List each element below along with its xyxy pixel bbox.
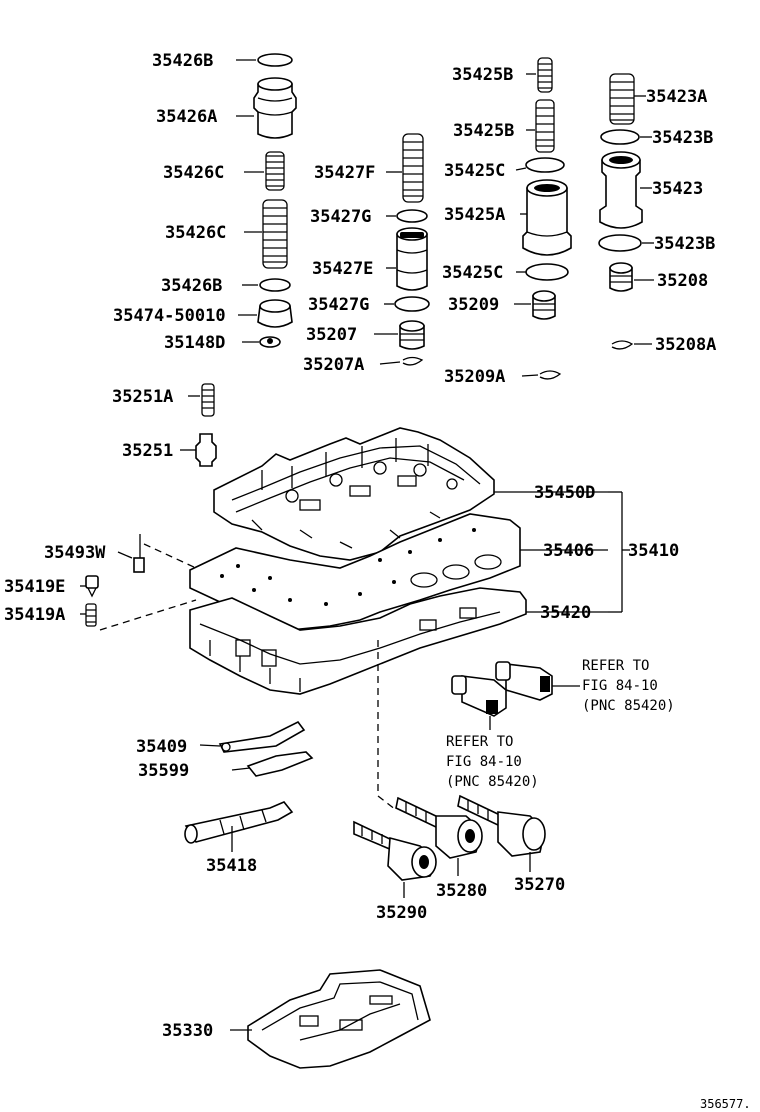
label-35251A: 35251A <box>112 387 173 407</box>
label-35423: 35423 <box>652 179 703 199</box>
label-35474-50010: 35474-50010 <box>113 306 226 326</box>
part-35280-solenoid <box>395 796 483 876</box>
part-35474-50010-plug <box>238 299 293 328</box>
refer-right-line2: FIG 84-10 <box>582 678 658 694</box>
label-35209: 35209 <box>448 295 499 315</box>
part-35423-piston <box>599 151 652 229</box>
figure-number: 356577. <box>700 1097 751 1111</box>
label-35409: 35409 <box>136 737 187 757</box>
part-35209-plug <box>514 290 556 320</box>
label-35426C-top: 35426C <box>163 163 224 183</box>
part-35425C-bottom-ring <box>516 263 569 281</box>
label-35426A: 35426A <box>156 107 217 127</box>
part-35207-plug <box>374 320 425 350</box>
label-35410: 35410 <box>628 541 679 561</box>
label-35423B-top: 35423B <box>652 128 713 148</box>
part-35270-solenoid <box>457 794 546 872</box>
part-35427F-spring <box>386 133 424 203</box>
label-35406: 35406 <box>543 541 594 561</box>
part-35426C-long-spring <box>244 199 288 269</box>
part-35251A-spring <box>188 383 215 417</box>
solenoid-refer-right <box>495 661 580 701</box>
label-35426C-bot: 35426C <box>165 223 226 243</box>
part-35427G-bottom-ring <box>384 296 430 312</box>
part-35208A-clip <box>611 340 652 350</box>
label-35425C-top: 35425C <box>444 161 505 181</box>
part-35420-lower-valve-body <box>189 587 608 695</box>
label-35208A: 35208A <box>655 335 716 355</box>
part-35148D-ball <box>242 336 281 348</box>
label-35423A: 35423A <box>646 87 707 107</box>
label-35418: 35418 <box>206 856 257 876</box>
label-35419A: 35419A <box>4 605 65 625</box>
label-35427F: 35427F <box>314 163 375 183</box>
label-35270: 35270 <box>514 875 565 895</box>
part-35493W-bolt <box>117 534 197 573</box>
label-35427E: 35427E <box>312 259 373 279</box>
label-35427G-bot: 35427G <box>308 295 369 315</box>
part-35419A-spring <box>80 599 197 631</box>
label-35280: 35280 <box>436 881 487 901</box>
part-35290-solenoid <box>353 820 437 898</box>
label-35330: 35330 <box>162 1021 213 1041</box>
label-35148D: 35148D <box>164 333 225 353</box>
refer-right-line3: (PNC 85420) <box>582 698 675 714</box>
part-35426B-top-ring <box>236 53 293 67</box>
part-35425A-piston <box>520 179 572 256</box>
label-35426B-bot: 35426B <box>161 276 222 296</box>
part-35423B-bottom-ring <box>598 234 654 252</box>
part-35207A-clip <box>379 356 424 366</box>
label-35425A: 35425A <box>444 205 505 225</box>
part-35426C-small-spring <box>244 151 285 191</box>
label-35251: 35251 <box>122 441 173 461</box>
part-35423A-spring <box>609 73 646 125</box>
part-35208-plug <box>609 262 654 292</box>
part-35423B-top-ring <box>600 129 652 145</box>
label-35423B-bot: 35423B <box>654 234 715 254</box>
solenoid-refer-left <box>451 675 507 730</box>
part-35419E-plug <box>80 575 99 598</box>
label-35493W: 35493W <box>44 543 106 563</box>
part-35409-bracket <box>199 720 306 753</box>
label-35450D: 35450D <box>534 483 595 503</box>
part-35599-plate <box>231 751 314 777</box>
refer-left-line1: REFER TO <box>446 734 513 750</box>
label-35425B-bot: 35425B <box>453 121 514 141</box>
part-35418-manual-valve <box>184 801 294 852</box>
part-35330-oil-strainer <box>230 969 431 1069</box>
label-35209A: 35209A <box>444 367 505 387</box>
label-35207: 35207 <box>306 325 357 345</box>
label-35425B-top: 35425B <box>452 65 513 85</box>
refer-right-line1: REFER TO <box>582 658 649 674</box>
part-35426B-bottom-ring <box>242 278 291 292</box>
part-35427E-piston <box>386 227 428 291</box>
label-35420: 35420 <box>540 603 591 623</box>
part-35209A-clip <box>521 370 562 380</box>
label-35427G-top: 35427G <box>310 207 371 227</box>
part-35251-valve <box>180 433 217 467</box>
label-35419E: 35419E <box>4 577 65 597</box>
part-35425C-top-ring <box>515 157 565 173</box>
label-35426B-top: 35426B <box>152 51 213 71</box>
part-35425B-bottom-spring <box>526 99 555 153</box>
label-35599: 35599 <box>138 761 189 781</box>
refer-left-line3: (PNC 85420) <box>446 774 539 790</box>
label-35207A: 35207A <box>303 355 364 375</box>
label-35425C-bot: 35425C <box>442 263 503 283</box>
leader-dashed-35280 <box>377 640 397 811</box>
label-35290: 35290 <box>376 903 427 923</box>
bracket-35410 <box>608 491 630 613</box>
refer-left-line2: FIG 84-10 <box>446 754 522 770</box>
part-35426A-piston <box>236 77 297 139</box>
part-35427G-top-ring <box>386 209 428 223</box>
part-35450D-upper-valve-body <box>213 427 608 561</box>
part-35425B-top-spring <box>526 57 553 93</box>
label-35208: 35208 <box>657 271 708 291</box>
